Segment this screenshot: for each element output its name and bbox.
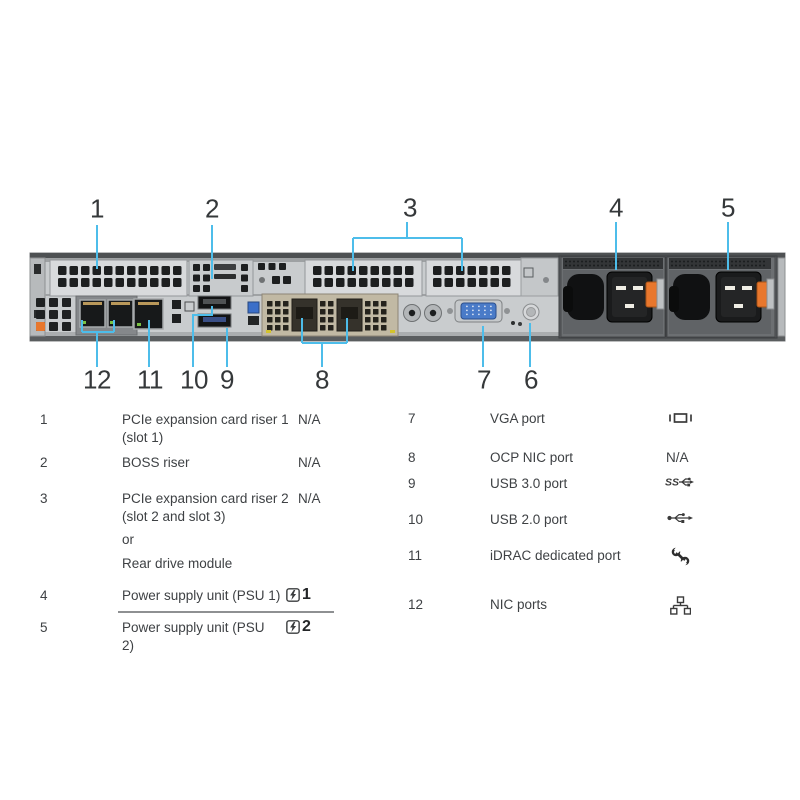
item-number: 10 (408, 512, 424, 527)
micro-usb-port (247, 301, 260, 325)
psu1-indicator: 1 (286, 586, 311, 604)
callout-1: 1 (90, 193, 104, 224)
item-description: PCIe expansion card riser 2 (slot 2 and … (122, 491, 289, 524)
item-alt-separator: or (122, 532, 135, 547)
psu-indicator-number: 2 (302, 618, 311, 635)
item-value: N/A (298, 491, 321, 506)
psu-indicator-icon (286, 588, 300, 602)
item-description: Power supply unit (PSU 1) (122, 588, 281, 603)
callout-3: 3 (403, 192, 417, 223)
small-vents (172, 300, 195, 323)
riser1-slot (49, 259, 188, 297)
item-description: USB 3.0 port (490, 476, 568, 491)
usb2-icon (658, 511, 702, 530)
callout-lines (81, 222, 729, 367)
item-number: 7 (408, 411, 416, 426)
callout-10: 10 (180, 364, 208, 395)
psu-2 (666, 256, 776, 338)
callout-2: 2 (205, 193, 219, 224)
item-description: NIC ports (490, 597, 548, 612)
usb3-superspeed-icon: SS (658, 475, 702, 494)
item-number: 8 (408, 450, 416, 465)
item-description: BOSS riser (122, 455, 190, 470)
svg-text:SS: SS (665, 477, 679, 489)
riser-latch-area (520, 257, 559, 297)
item-value: N/A (666, 450, 689, 465)
callout-11: 11 (137, 364, 164, 395)
item-number: 5 (40, 620, 48, 635)
item-number: 12 (408, 597, 424, 612)
callout-12: 12 (83, 364, 111, 395)
callout-5: 5 (721, 192, 735, 223)
usb-ports (197, 295, 232, 328)
item-description: OCP NIC port (490, 450, 574, 465)
psu-1 (560, 256, 666, 338)
item-number: 4 (40, 588, 48, 603)
ocp-nic-ports (261, 293, 399, 337)
network-icon (658, 596, 702, 620)
psu-indicator-number: 1 (302, 586, 311, 603)
item-number: 2 (40, 455, 48, 470)
psu-indicator-icon (286, 620, 300, 634)
item-description: USB 2.0 port (490, 512, 568, 527)
psu2-indicator: 2 (286, 618, 311, 636)
left-vent-grid (36, 298, 71, 331)
riser2-slot3 (425, 259, 522, 297)
round-connectors (403, 304, 442, 322)
legend-divider (118, 611, 334, 613)
nic-ports (75, 295, 138, 336)
item-description: PCIe expansion card riser 1 (slot 1) (122, 412, 289, 445)
display-icon (658, 410, 702, 431)
vga-port (447, 299, 510, 323)
item-description: Power supply unit (PSU 2) (122, 620, 265, 653)
item-number: 9 (408, 476, 416, 491)
item-description: VGA port (490, 411, 545, 426)
wrench-icon (658, 546, 702, 571)
vent-cluster (258, 263, 291, 284)
item-number: 11 (408, 548, 423, 563)
item-number: 3 (40, 491, 48, 506)
item-value: N/A (298, 455, 321, 470)
callout-7: 7 (477, 364, 491, 395)
riser2-slot2 (304, 259, 423, 297)
callout-9: 9 (220, 364, 234, 395)
item-description: iDRAC dedicated port (490, 548, 621, 563)
boss-riser (188, 259, 254, 297)
callout-6: 6 (524, 364, 538, 395)
item-alt-description: Rear drive module (122, 556, 233, 571)
item-number: 1 (40, 412, 48, 427)
system-id-button (511, 303, 540, 326)
server-rear-illustration (29, 222, 786, 367)
callout-8: 8 (315, 364, 329, 395)
callout-4: 4 (609, 192, 623, 223)
item-value: N/A (298, 412, 321, 427)
